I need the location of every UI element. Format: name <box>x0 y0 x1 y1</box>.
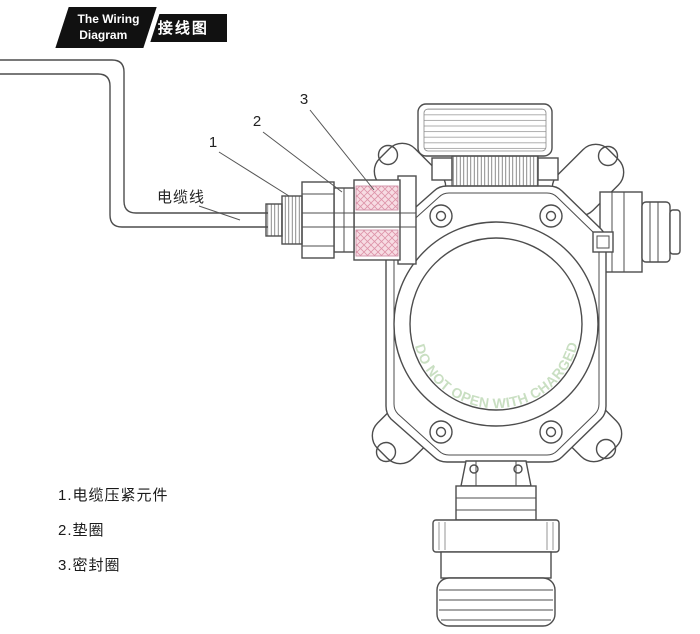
junction-box <box>592 231 614 253</box>
sensor-neck <box>460 460 532 487</box>
nameplate <box>417 103 559 187</box>
leader-1 <box>218 151 290 197</box>
nameplate-ribs <box>451 155 539 187</box>
legend-item-3: 3.密封圈 <box>58 557 121 574</box>
gland-nut <box>301 181 335 259</box>
cover-ring-outer <box>393 221 599 427</box>
sensor-assembly <box>432 460 560 627</box>
callout-1: 1 <box>209 134 217 151</box>
cover-bolts <box>429 204 563 444</box>
leader-3 <box>309 109 375 191</box>
cover-ring-inner <box>409 237 583 411</box>
header-title-en-line1: The Wiring <box>77 12 140 26</box>
header-title-en: The Wiring Diagram <box>55 7 157 49</box>
neck-screw-left <box>469 464 479 474</box>
seal-ring-bottom <box>355 229 399 257</box>
neck-screw-right <box>513 464 523 474</box>
legend-item-1: 1.电缆压紧元件 <box>58 487 169 504</box>
leader-2 <box>262 131 343 193</box>
header-title-en-line2: Diagram <box>79 27 128 42</box>
sensor-mid-cylinder <box>440 551 552 579</box>
callout-2: 2 <box>253 113 261 130</box>
lug-hole-bottom-right <box>595 438 617 460</box>
gland-clamp-tail <box>265 203 283 237</box>
entry-boss <box>397 175 417 265</box>
gland-clamp-cone <box>281 195 303 245</box>
callouts: 1 2 3 电缆线 <box>157 91 375 221</box>
callout-3: 3 <box>300 91 308 108</box>
lug-hole-bottom-left <box>375 441 397 463</box>
cable-label: 电缆线 <box>157 189 205 206</box>
cable-leader <box>198 205 241 221</box>
lug-hole-top-left <box>377 144 399 166</box>
seal-ring-top <box>355 185 399 211</box>
lug-hole-top-right <box>597 145 619 167</box>
header: The Wiring Diagram 接线图 <box>55 7 227 49</box>
sensor-cap <box>436 577 556 627</box>
sensor-upper-cylinder <box>455 485 537 521</box>
legend: 1.电缆压紧元件 2.垫圈 3.密封圈 <box>58 487 169 574</box>
nameplate-text-lines <box>423 108 547 152</box>
cable-line <box>0 59 268 228</box>
header-title-zh: 接线图 <box>143 13 227 42</box>
cable-gland <box>265 175 417 265</box>
sensor-band <box>432 519 560 553</box>
legend-item-2: 2.垫圈 <box>58 522 105 539</box>
